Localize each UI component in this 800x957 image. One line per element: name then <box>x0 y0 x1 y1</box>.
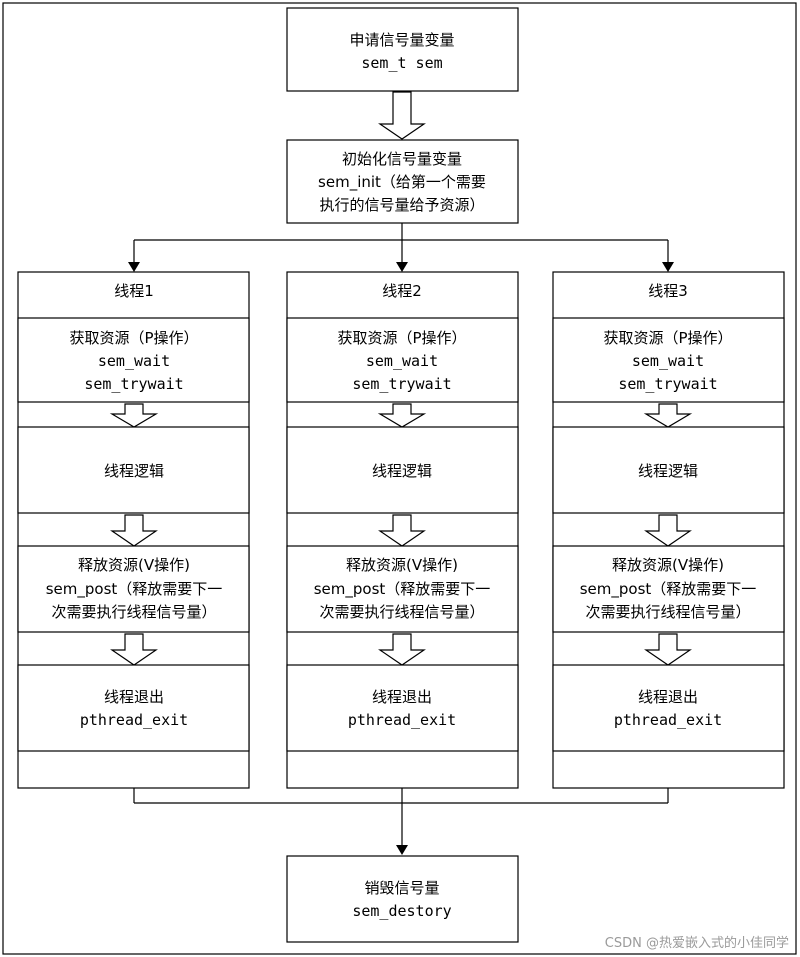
thread-3-header: 线程3 <box>648 282 688 300</box>
thread-2-acquire-title: 获取资源（P操作） <box>337 329 466 347</box>
thread-3-exit-box <box>552 664 785 752</box>
thread-2-release-title: 释放资源(V操作) <box>346 556 458 574</box>
thread-2-logic-box <box>286 426 519 514</box>
thread-2-release-box <box>286 545 519 633</box>
thread-2-release-line3: 次需要执行线程信号量） <box>319 603 484 621</box>
step-request-title: 申请信号量变量 <box>349 31 454 49</box>
thread-3-hollow-arrow-release-to-exit <box>644 633 692 666</box>
thread-1-logic: 线程逻辑 <box>104 462 164 480</box>
thread-2-hollow-arrow-logic-to-release <box>378 514 426 547</box>
arrow-head-thread-1 <box>128 262 140 272</box>
step-destroy-code: sem_destory <box>352 902 451 920</box>
step-init-semaphore: 初始化信号量变量 sem_init（给第一个需要 执行的信号量给予资源） <box>286 139 519 224</box>
arrow-head-thread-2 <box>396 262 408 272</box>
thread-3-exit-code: pthread_exit <box>614 711 722 729</box>
thread-2-exit-box <box>286 664 519 752</box>
arrow-head-thread-3 <box>662 262 674 272</box>
thread-1-acquire-title: 获取资源（P操作） <box>69 329 198 347</box>
thread-3-exit-title: 线程退出 <box>638 688 698 706</box>
step-destroy-semaphore: 销毁信号量 sem_destory <box>286 855 519 943</box>
thread-2-hollow-arrow-acquire-to-logic <box>377 403 427 428</box>
hollow-arrow-request-to-init <box>378 91 426 140</box>
thread-2-header: 线程2 <box>382 282 422 300</box>
thread-3-release-title: 释放资源(V操作) <box>612 556 724 574</box>
thread-2-acquire-code1: sem_wait <box>366 352 438 370</box>
thread-2-acquire-box <box>286 317 519 403</box>
thread-2-hollow-arrow-release-to-exit <box>378 633 426 666</box>
thread-1-release-box <box>17 545 250 633</box>
thread-3-acquire-code1: sem_wait <box>632 352 704 370</box>
thread-1-release-title: 释放资源(V操作) <box>78 556 190 574</box>
thread-1-hollow-arrow-release-to-exit <box>110 633 158 666</box>
step-init-line3: 执行的信号量给予资源） <box>319 196 484 214</box>
thread-3-logic: 线程逻辑 <box>638 462 698 480</box>
step-request-semaphore: 申请信号量变量 sem_t sem <box>286 7 519 92</box>
thread-3-release-line3: 次需要执行线程信号量） <box>585 603 750 621</box>
thread-1-logic-box <box>17 426 250 514</box>
thread-2-acquire-code2: sem_trywait <box>352 375 451 393</box>
thread-2-logic: 线程逻辑 <box>372 462 432 480</box>
thread-3-acquire-title: 获取资源（P操作） <box>603 329 732 347</box>
watermark: CSDN @热爱嵌入式的小佳同学 <box>605 935 789 951</box>
thread-1-acquire-code1: sem_wait <box>98 352 170 370</box>
arrow-head-destroy <box>396 845 408 855</box>
thread-2-release-line2: sem_post（释放需要下一 <box>314 580 491 599</box>
thread-3-logic-box <box>552 426 785 514</box>
thread-1-hollow-arrow-acquire-to-logic <box>109 403 159 428</box>
step-destroy-title: 销毁信号量 <box>364 879 439 897</box>
thread-1-hollow-arrow-logic-to-release <box>110 514 158 547</box>
thread-1-release-line3: 次需要执行线程信号量） <box>51 603 216 621</box>
step-init-line2: sem_init（给第一个需要 <box>318 173 486 192</box>
thread-3-acquire-code2: sem_trywait <box>618 375 717 393</box>
thread-1-acquire-box <box>17 317 250 403</box>
step-destroy-box <box>286 855 519 943</box>
thread-1-exit-code: pthread_exit <box>80 711 188 729</box>
step-init-box <box>286 139 519 224</box>
thread-column-3: 线程3 获取资源（P操作） sem_wait sem_trywait 线程逻辑 … <box>552 271 785 789</box>
thread-3-release-box <box>552 545 785 633</box>
step-init-title: 初始化信号量变量 <box>342 150 462 168</box>
thread-3-hollow-arrow-acquire-to-logic <box>643 403 693 428</box>
merge-connector <box>133 788 669 855</box>
thread-1-acquire-code2: sem_trywait <box>84 375 183 393</box>
thread-1-exit-title: 线程退出 <box>104 688 164 706</box>
thread-column-2: 线程2 获取资源（P操作） sem_wait sem_trywait 线程逻辑 … <box>286 271 519 789</box>
thread-2-exit-title: 线程退出 <box>372 688 432 706</box>
thread-1-header: 线程1 <box>114 282 154 300</box>
thread-3-hollow-arrow-logic-to-release <box>644 514 692 547</box>
thread-1-release-line2: sem_post（释放需要下一 <box>46 580 223 599</box>
step-request-box <box>286 7 519 92</box>
thread-1-exit-box <box>17 664 250 752</box>
thread-2-exit-code: pthread_exit <box>348 711 456 729</box>
thread-3-acquire-box <box>552 317 785 403</box>
thread-3-release-line2: sem_post（释放需要下一 <box>580 580 757 599</box>
split-connector <box>128 223 674 272</box>
step-request-code: sem_t sem <box>361 54 442 72</box>
thread-column-1: 线程1 获取资源（P操作） sem_wait sem_trywait 线程逻辑 … <box>17 271 250 789</box>
